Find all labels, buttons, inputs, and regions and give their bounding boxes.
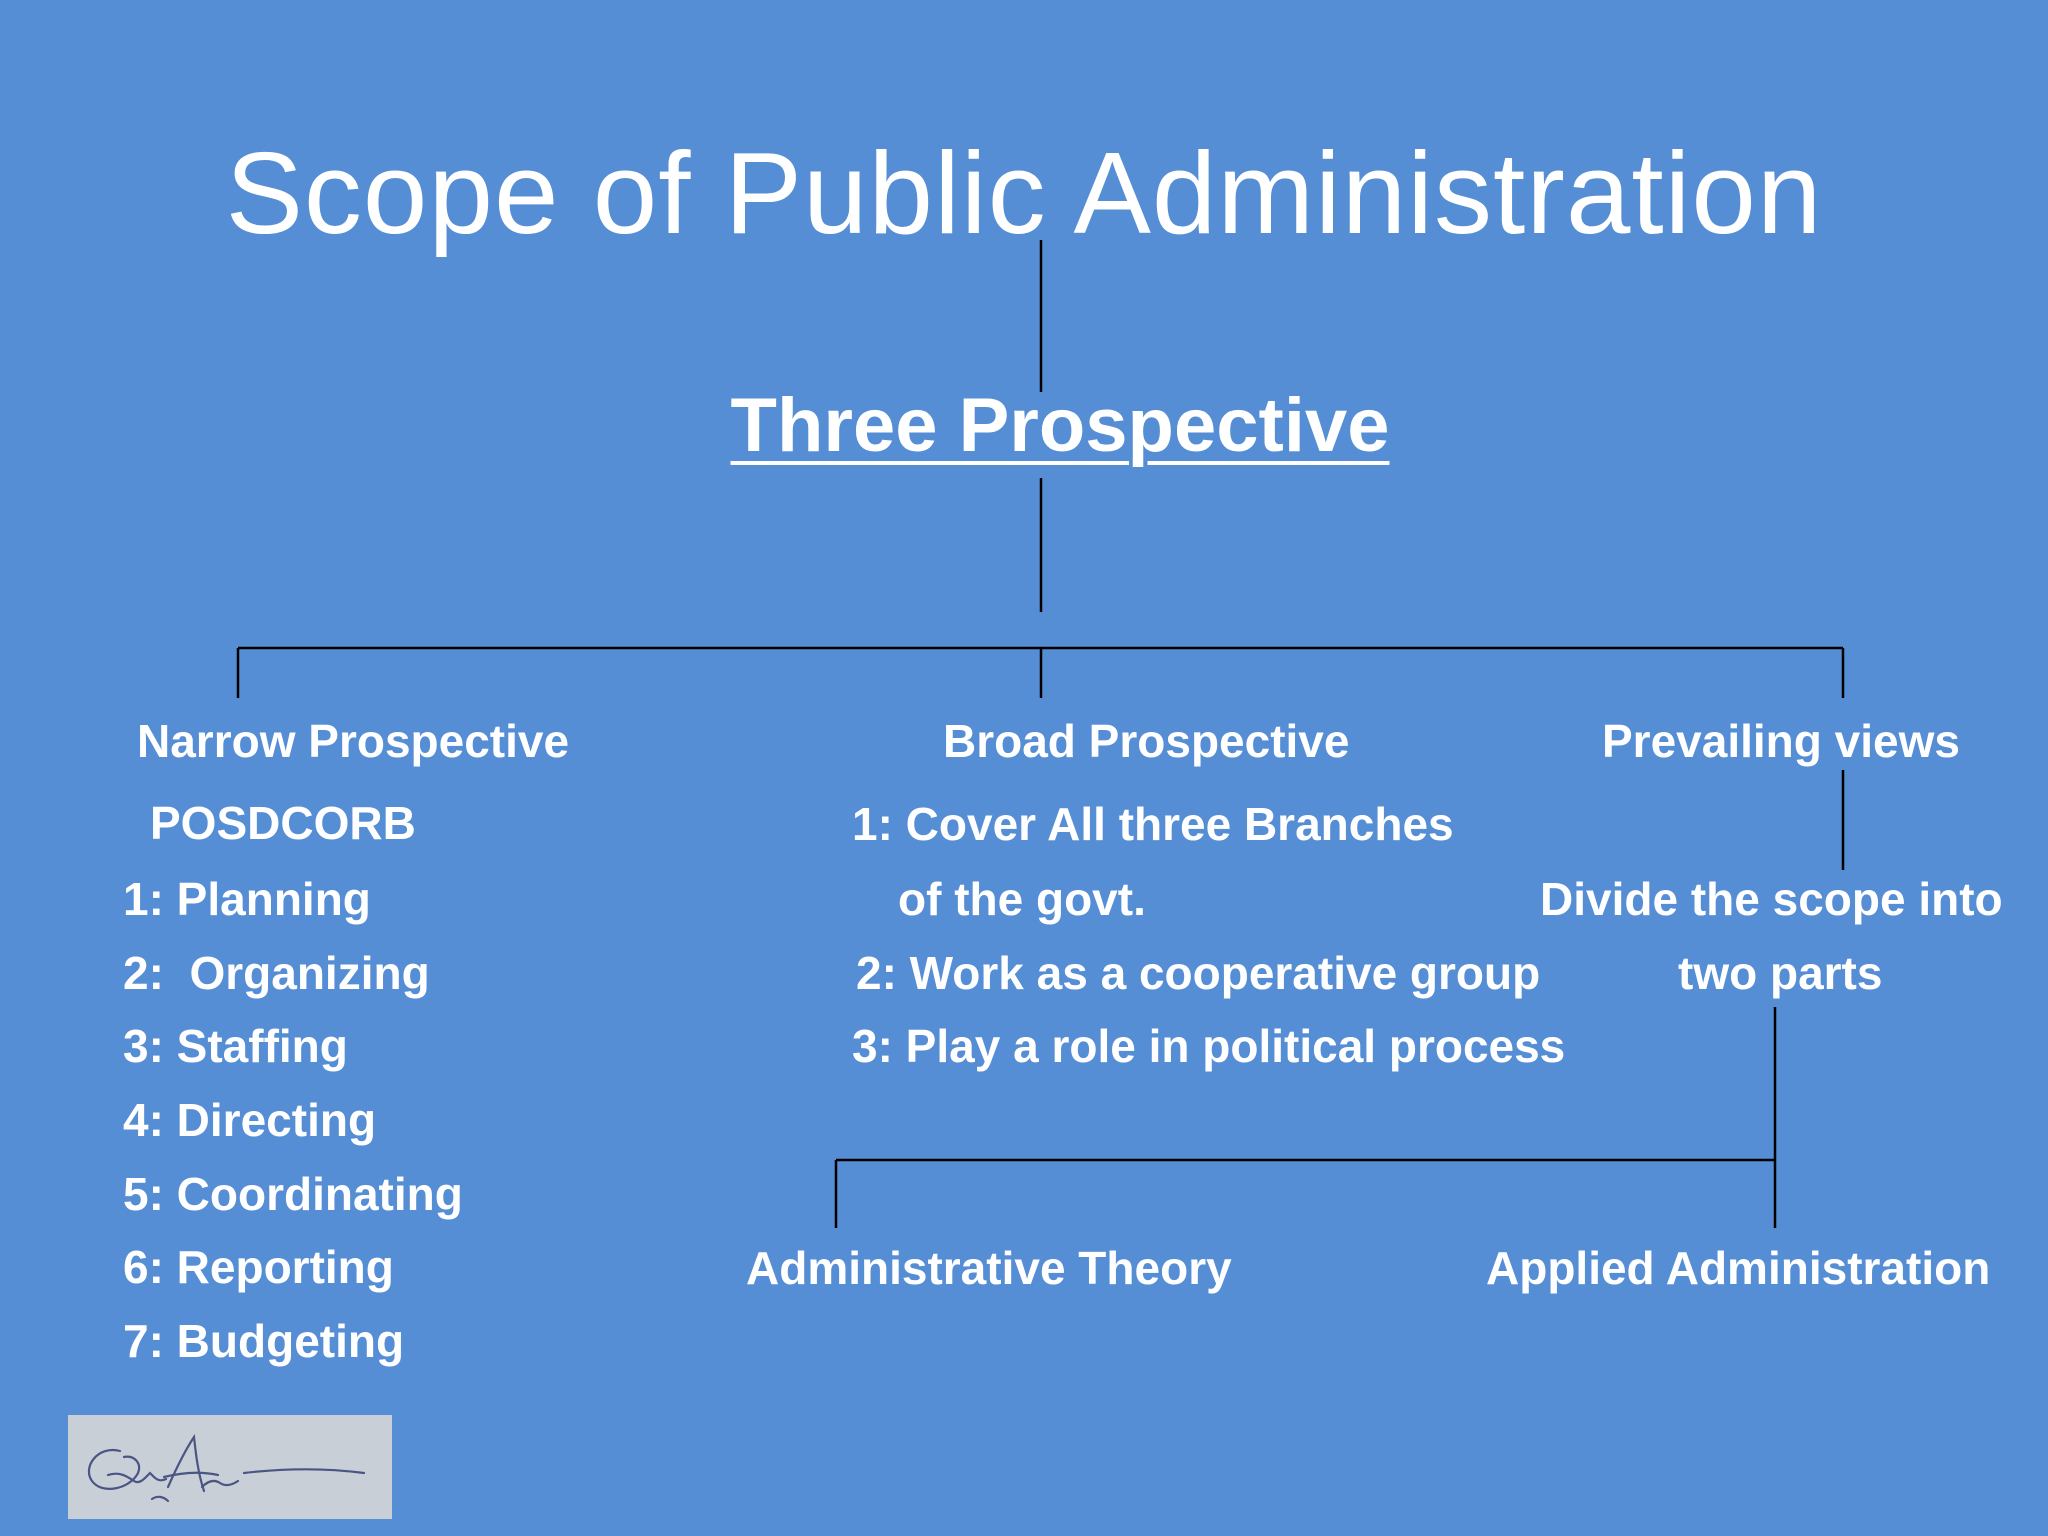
signature-icon	[87, 1433, 366, 1503]
prevailing-line: two parts	[1678, 947, 1883, 999]
narrow-item: 1: Planning	[123, 873, 371, 925]
slide-title: Scope of Public Administration	[225, 128, 1823, 258]
narrow-item: 5: Coordinating	[123, 1168, 463, 1220]
narrow-item: 7: Budgeting	[123, 1315, 405, 1367]
subheading: Three Prospective	[730, 383, 1390, 468]
broad-line: 3: Play a role in political process	[852, 1020, 1566, 1072]
broad-line: 2: Work as a cooperative group	[856, 947, 1541, 999]
prevailing-line: Divide the scope into	[1540, 873, 2003, 925]
prevailing-heading: Prevailing views	[1602, 715, 1960, 767]
signature-image	[68, 1415, 392, 1519]
narrow-item: 2: Organizing	[123, 947, 430, 999]
broad-heading: Broad Prospective	[943, 715, 1350, 767]
part-administrative-theory: Administrative Theory	[746, 1242, 1232, 1294]
narrow-acronym: POSDCORB	[150, 797, 416, 849]
part-applied-administration: Applied Administration	[1486, 1242, 1991, 1294]
broad-line: of the govt.	[898, 873, 1146, 925]
broad-line: 1: Cover All three Branches	[852, 798, 1454, 850]
narrow-item: 6: Reporting	[123, 1241, 394, 1293]
narrow-item: 4: Directing	[123, 1094, 377, 1146]
narrow-heading: Narrow Prospective	[137, 715, 570, 767]
narrow-item: 3: Staffing	[123, 1020, 348, 1072]
